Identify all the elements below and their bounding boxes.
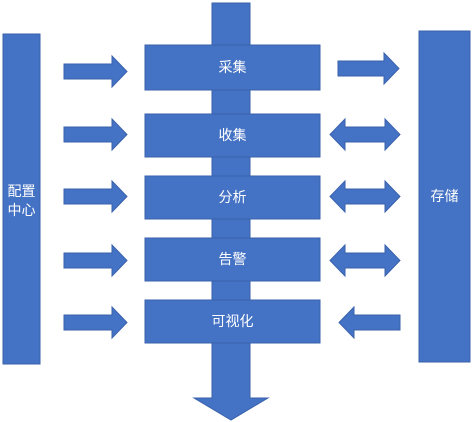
stage-box-visualize — [144, 299, 321, 344]
stage-analyze: 分析 — [63, 175, 401, 220]
left-arrow-to-alert — [63, 243, 128, 278]
storage-label: 存储 — [431, 189, 459, 205]
stage-visualize: 可视化 — [63, 299, 401, 344]
left-arrow-to-gather — [63, 117, 128, 152]
stage-box-alert — [144, 237, 321, 282]
stage-box-collect — [144, 44, 321, 91]
storage-to-visualize-arrow — [338, 305, 401, 340]
stage-box-gather — [144, 113, 321, 158]
left-arrow-to-collect — [63, 54, 128, 89]
stage-label-analyze: 分析 — [219, 190, 247, 206]
stage-label-collect: 采集 — [219, 59, 247, 76]
stage-box-analyze — [144, 175, 321, 220]
left-arrow-to-visualize — [63, 305, 128, 340]
collect-to-storage-arrow — [337, 51, 400, 86]
stage-alert: 告警 — [63, 237, 401, 282]
stage-label-alert: 告警 — [219, 252, 247, 268]
left-arrow-to-analyze — [63, 179, 128, 214]
config-center-panel: 配置 中心 — [2, 33, 41, 365]
alert-storage-double-arrow — [329, 243, 401, 278]
stage-collect: 采集 — [63, 44, 400, 91]
stage-gather: 收集 — [63, 113, 401, 158]
config-center-label-line2: 中心 — [8, 203, 36, 219]
stage-label-gather: 收集 — [219, 127, 247, 144]
config-center-label-line1: 配置 — [8, 184, 36, 200]
stage-label-visualize: 可视化 — [212, 314, 254, 330]
gather-storage-double-arrow — [329, 117, 401, 152]
analyze-storage-double-arrow — [329, 179, 401, 214]
storage-panel: 存储 — [418, 30, 471, 363]
